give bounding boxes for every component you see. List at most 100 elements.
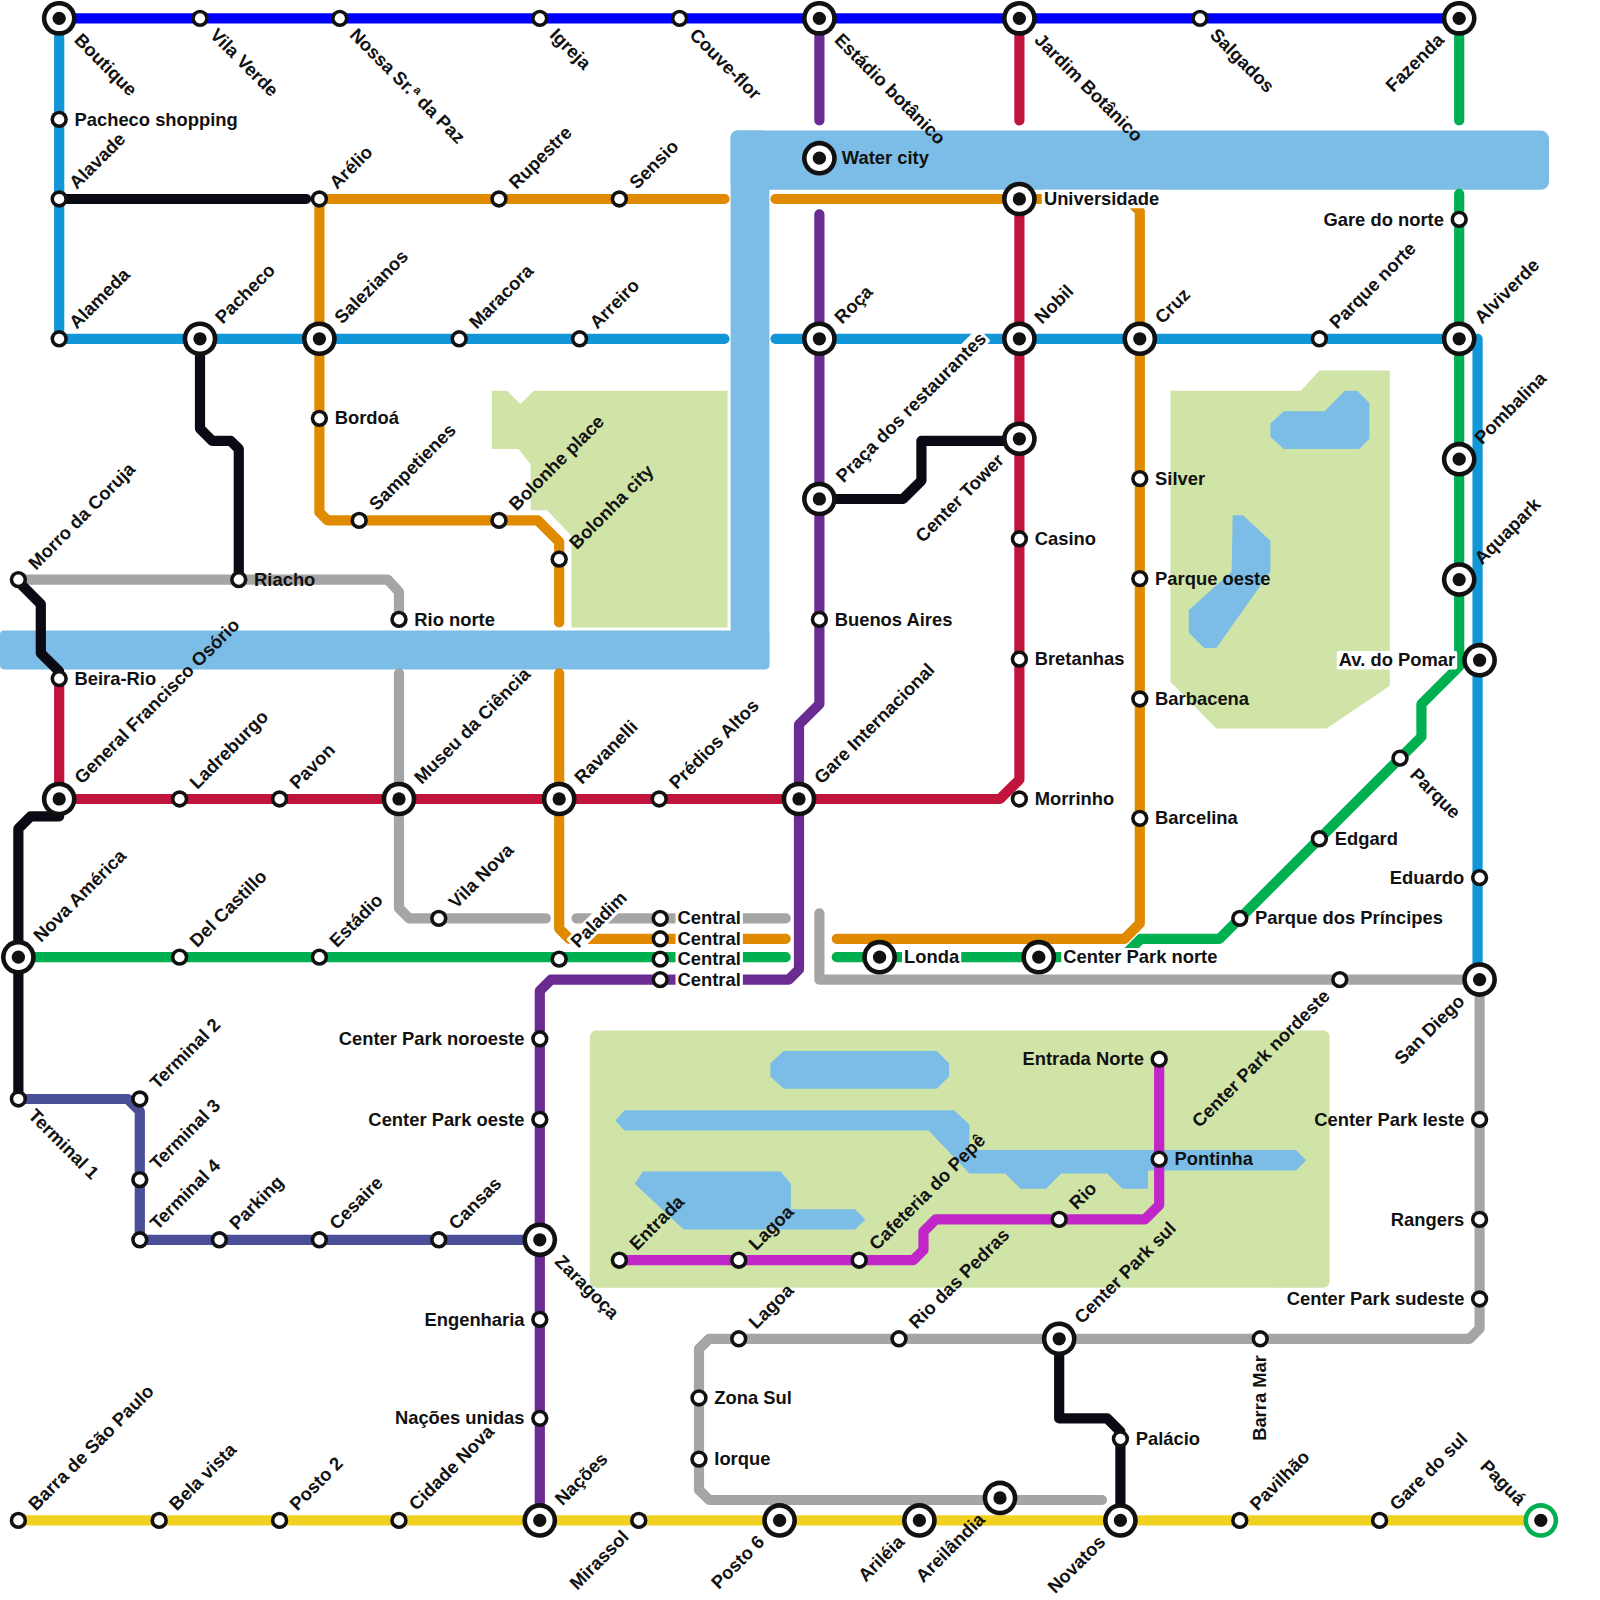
- station-label: Maracora: [466, 261, 537, 332]
- station-marker: [51, 330, 68, 347]
- station-label: Iorque: [714, 1450, 770, 1468]
- station-ring: [630, 1512, 647, 1529]
- station-label: Vila Nova: [446, 840, 517, 911]
- station-core: [135, 1094, 145, 1104]
- station-core: [533, 1233, 546, 1246]
- station-core: [1133, 332, 1146, 345]
- park: [590, 1031, 1330, 1288]
- station-core: [1014, 794, 1024, 804]
- station-core: [1314, 334, 1324, 344]
- station-core: [1474, 1294, 1484, 1304]
- station-core: [1474, 1114, 1484, 1124]
- station-marker: [1391, 749, 1408, 766]
- station-ring: [311, 410, 328, 427]
- station-ring: [1311, 830, 1328, 847]
- station-marker: [311, 1231, 328, 1248]
- station-core: [655, 913, 665, 923]
- station-label: Zaragoça: [552, 1252, 623, 1323]
- black-link: [18, 199, 1120, 1520]
- station-core: [54, 114, 64, 124]
- station-label: San Diego: [1391, 991, 1467, 1067]
- station-marker: [802, 321, 837, 356]
- station-ring: [531, 1410, 548, 1427]
- station-ring: [611, 190, 628, 207]
- station-label: Center Tower: [912, 451, 1007, 546]
- station-marker: [390, 1512, 407, 1529]
- station-label: Pombalina: [1471, 369, 1550, 448]
- station-label: Areilândia: [912, 1510, 988, 1586]
- station-ring: [527, 1227, 553, 1253]
- station-label: Center Park sul: [1071, 1219, 1179, 1327]
- station-marker: [151, 1512, 168, 1529]
- station-label: Paguá: [1477, 1457, 1529, 1509]
- station-ring: [271, 1512, 288, 1529]
- station-core: [174, 952, 184, 962]
- station-marker: [531, 1311, 548, 1328]
- station-label: Posto 6: [708, 1532, 768, 1592]
- station-ring: [331, 10, 348, 27]
- station-ring: [51, 190, 68, 207]
- station-marker: [1021, 940, 1056, 975]
- grey-line: [18, 580, 1479, 1500]
- station-ring: [230, 571, 247, 588]
- station-label: Morro da Coruja: [25, 460, 138, 573]
- river: [731, 131, 770, 669]
- station-marker: [531, 1030, 548, 1047]
- station-ring: [151, 1512, 168, 1529]
- station-marker: [230, 571, 247, 588]
- station-label: Nova América: [30, 846, 129, 945]
- station-marker: [690, 1389, 707, 1406]
- station-label: Nações: [552, 1449, 611, 1508]
- station-label: Gare do norte: [1323, 210, 1443, 228]
- station-core: [1335, 974, 1345, 984]
- station-ring: [671, 10, 688, 27]
- station-core: [454, 334, 464, 344]
- station-label: Rio das Pedras: [906, 1225, 1013, 1332]
- station-ring: [1391, 749, 1408, 766]
- station-ring: [191, 10, 208, 27]
- station-label: Boutique: [71, 30, 140, 99]
- station-core: [313, 332, 326, 345]
- station-core: [1453, 12, 1466, 25]
- station-marker: [351, 512, 368, 529]
- station-core: [993, 1491, 1006, 1504]
- station-marker: [390, 611, 407, 628]
- station-core: [274, 794, 284, 804]
- station-ring: [271, 790, 288, 807]
- station-ring: [1523, 1503, 1558, 1538]
- station-ring: [131, 1171, 148, 1188]
- station-marker: [690, 1451, 707, 1468]
- station-core: [1135, 573, 1145, 583]
- station-core: [1013, 12, 1026, 25]
- station-core: [1453, 453, 1466, 466]
- station-label: Bolonhe place: [506, 412, 608, 514]
- station-ring: [1231, 910, 1248, 927]
- station-label: Edgard: [1335, 830, 1398, 848]
- station-core: [54, 673, 64, 683]
- station-marker: [571, 330, 588, 347]
- station-marker: [10, 1090, 27, 1107]
- magenta-line: [619, 1059, 1159, 1260]
- station-core: [614, 194, 624, 204]
- station-core: [734, 1334, 744, 1344]
- station-label: Sensio: [626, 137, 682, 193]
- station-label: Lagoa: [746, 1281, 797, 1332]
- station-ring: [390, 1512, 407, 1529]
- station-ring: [6, 944, 32, 970]
- station-label: Barra Mar: [1251, 1355, 1269, 1441]
- parks: [492, 370, 1390, 1287]
- station-ring: [490, 512, 507, 529]
- station-marker: [531, 10, 548, 27]
- station-label: Ladreburgo: [186, 707, 271, 792]
- station-label: Water city: [842, 149, 929, 167]
- station-core: [535, 1114, 545, 1124]
- station-label: Cruz: [1152, 285, 1194, 327]
- station-core: [135, 1235, 145, 1245]
- station-ring: [1371, 1512, 1388, 1529]
- station-ring: [131, 1231, 148, 1248]
- water: [0, 131, 1549, 1230]
- station-ring: [807, 326, 833, 352]
- station-core: [535, 13, 545, 23]
- station-label: Palácio: [1136, 1430, 1200, 1448]
- station-marker: [382, 782, 417, 817]
